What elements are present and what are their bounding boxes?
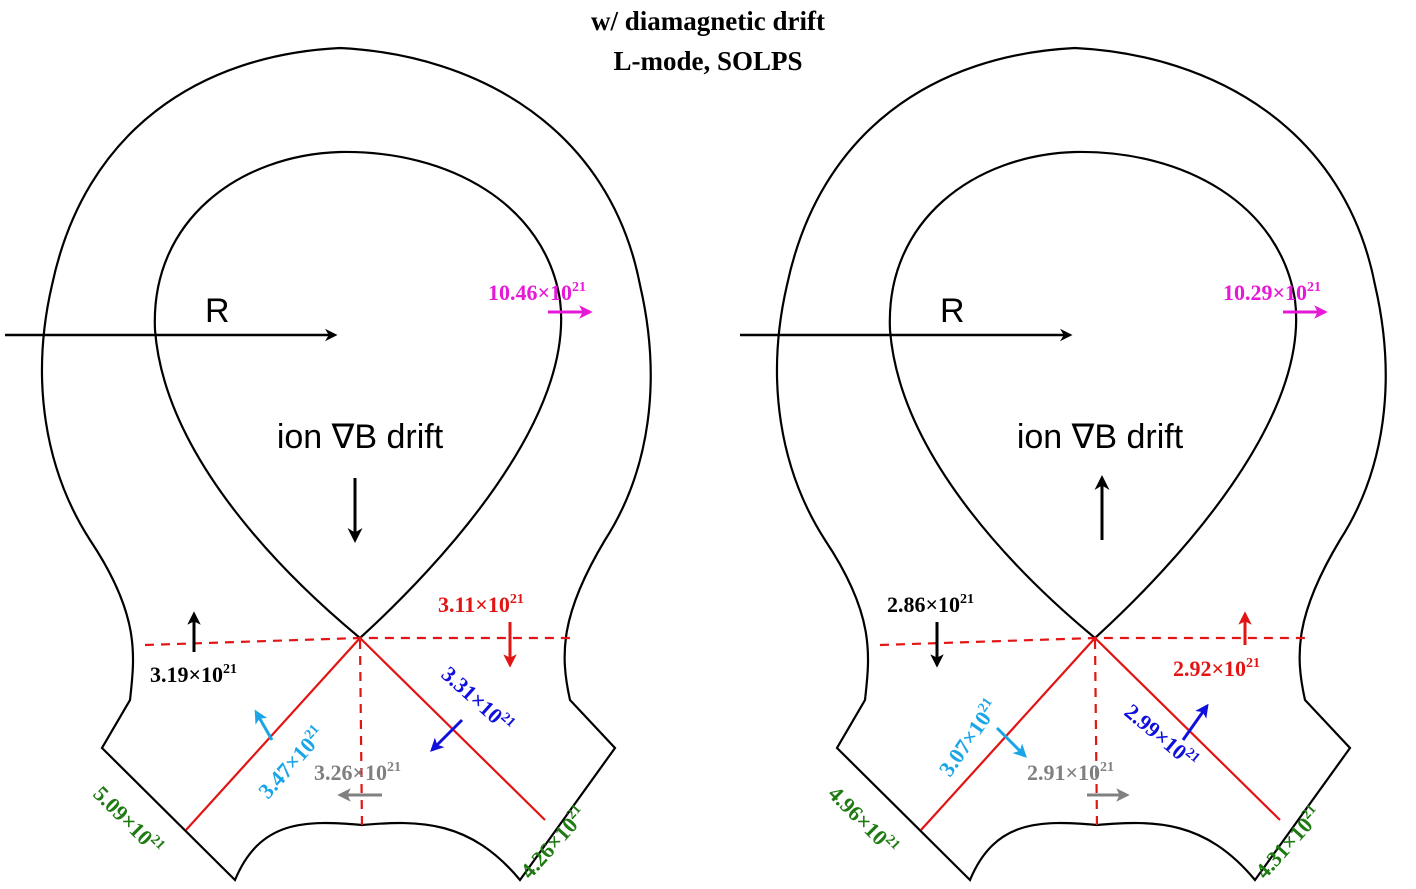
inner-xpoint-flux-label-exponent: 21 — [960, 592, 974, 607]
inner-xpoint-flux-label: 2.86×1021 — [887, 592, 974, 617]
inner-xpoint-flux-label: 3.19×1021 — [150, 662, 237, 687]
inner-target-flux-label: 4.96×1021 — [823, 781, 902, 860]
r-label: R — [205, 292, 230, 330]
omp-flux-label-mantissa: 10.46×10 — [488, 280, 572, 305]
pfr-flux-label: 2.91×1021 — [1027, 760, 1114, 785]
outer-wall-outline — [775, 46, 1387, 882]
outer-xpoint-flux-label-exponent: 21 — [1246, 656, 1260, 671]
outer-xpoint-flux-label-mantissa: 2.92×10 — [1173, 656, 1246, 681]
inner-leg-flux-arrow — [254, 709, 274, 741]
xpoint-vertical-cut — [358, 639, 364, 829]
separatrix-legs — [185, 636, 546, 831]
outer-target-flux-label: 4.31×1021 — [1250, 802, 1327, 883]
outer-leg-flux-label: 2.99×1021 — [1120, 699, 1203, 774]
inner-leg-flux-label-mantissa: 3.07×10 — [934, 707, 996, 781]
outer-target-flux-label-mantissa: 4.26×10 — [515, 812, 582, 883]
inner-xpoint-flux-label-mantissa: 3.19×10 — [150, 662, 223, 687]
omp-flux-label-exponent: 21 — [1307, 280, 1321, 295]
pfr-flux-label-exponent: 21 — [1100, 760, 1114, 775]
outer-target-flux-label-mantissa: 4.31×10 — [1250, 812, 1317, 883]
outer-leg-flux-label-mantissa: 3.31×10 — [437, 661, 508, 728]
inner-xpoint-flux-label-mantissa: 2.86×10 — [887, 592, 960, 617]
inner-xpoint-flux-label-exponent: 21 — [223, 662, 237, 677]
separatrix-core — [153, 150, 563, 640]
pfr-flux-label-mantissa: 2.91×10 — [1027, 760, 1100, 785]
outer-wall-outline — [40, 46, 652, 882]
xpoint-horizontal-cut — [879, 636, 1310, 647]
title-line-1: w/ diamagnetic drift — [591, 6, 825, 36]
outer-leg-flux-arrow — [430, 718, 464, 752]
panel-left: R ion ∇B drift — [5, 46, 652, 882]
inner-target-flux-label-mantissa: 5.09×10 — [88, 781, 157, 850]
xpoint-vertical-cut — [1093, 639, 1099, 829]
inner-target-flux-label-mantissa: 4.96×10 — [823, 781, 892, 850]
pfr-flux-label: 3.26×1021 — [314, 760, 401, 785]
pfr-flux-label-exponent: 21 — [387, 760, 401, 775]
inner-leg-flux-label-mantissa: 3.47×10 — [253, 732, 320, 803]
flux-annotations: 10.46×10213.19×10213.11×10213.31×10213.4… — [88, 280, 1328, 883]
outer-xpoint-flux-label: 2.92×1021 — [1173, 656, 1260, 681]
outer-xpoint-flux-label-mantissa: 3.11×10 — [438, 592, 510, 617]
inner-target-flux-label: 5.09×1021 — [88, 781, 167, 860]
inner-leg-flux-arrow — [995, 726, 1027, 758]
xpoint-horizontal-cut — [144, 636, 575, 647]
pfr-flux-label-mantissa: 3.26×10 — [314, 760, 387, 785]
inner-leg-flux-label: 3.07×1021 — [934, 695, 1004, 781]
drift-label: ion ∇B drift — [1017, 418, 1184, 456]
r-label: R — [940, 292, 965, 330]
panel-right: R ion ∇B drift — [740, 46, 1387, 882]
drift-label: ion ∇B drift — [277, 418, 444, 456]
omp-flux-label: 10.46×1021 — [488, 280, 586, 305]
outer-target-flux-label: 4.26×1021 — [515, 802, 592, 883]
outer-xpoint-flux-label: 3.11×1021 — [438, 592, 524, 617]
omp-flux-label-mantissa: 10.29×10 — [1223, 280, 1307, 305]
outer-leg-flux-arrow — [1181, 703, 1209, 741]
omp-flux-label: 10.29×1021 — [1223, 280, 1321, 305]
outer-xpoint-flux-label-exponent: 21 — [510, 592, 524, 607]
outer-leg-flux-label-mantissa: 2.99×10 — [1120, 699, 1192, 765]
separatrix-core — [888, 150, 1298, 640]
omp-flux-label-exponent: 21 — [572, 280, 586, 295]
title-line-2: L-mode, SOLPS — [613, 46, 802, 76]
